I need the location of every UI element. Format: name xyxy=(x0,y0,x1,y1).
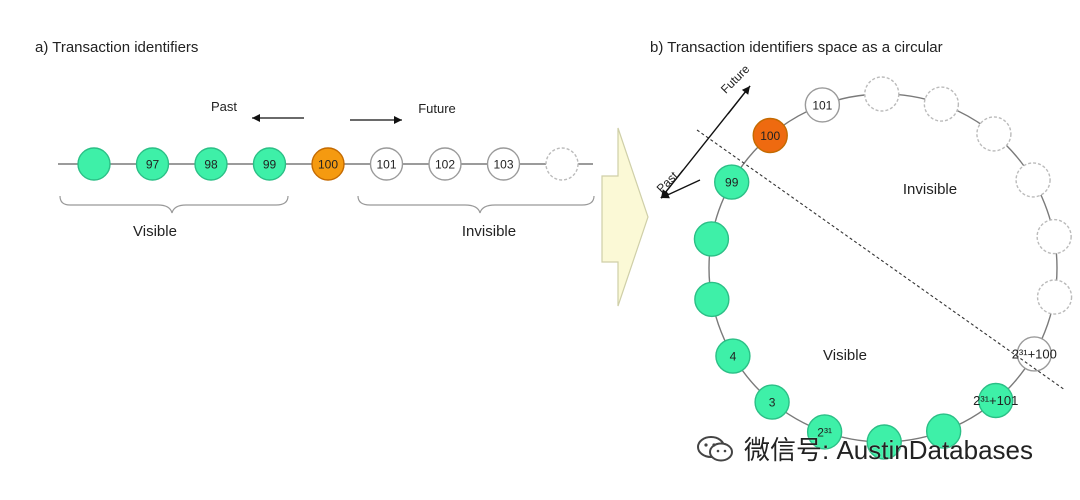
id-node: 102 xyxy=(428,147,462,181)
id-node-label: 101 xyxy=(376,158,396,172)
id-node-circle xyxy=(923,86,960,122)
id-node-circle xyxy=(976,116,1012,152)
id-node xyxy=(1015,162,1051,198)
id-node-circle xyxy=(428,147,462,181)
id-node-circle xyxy=(311,147,345,181)
id-node-label: 101 xyxy=(812,98,832,112)
id-node-circle xyxy=(866,424,902,460)
id-node-circle xyxy=(714,164,750,200)
id-node-circle xyxy=(194,147,228,181)
id-node-circle xyxy=(752,117,788,154)
id-node: 98 xyxy=(194,147,228,181)
id-node-label: 103 xyxy=(493,158,513,172)
id-node xyxy=(866,424,902,460)
id-node-circle xyxy=(486,147,521,181)
id-node: 100 xyxy=(311,147,345,181)
id-node-label: 100 xyxy=(318,158,338,172)
id-node: 100 xyxy=(752,117,788,154)
id-node: 4 xyxy=(715,338,751,374)
id-node: 3 xyxy=(754,384,790,420)
circular-id-graph: 100 101 2³¹+100 2³¹+101 2³¹ 3 4 99 xyxy=(660,76,1073,460)
id-node-circle xyxy=(1036,279,1073,315)
id-node-circle xyxy=(864,76,900,112)
id-node-circle xyxy=(694,281,730,318)
id-node xyxy=(864,76,900,112)
id-node: 101 xyxy=(804,87,841,123)
id-node-label: 99 xyxy=(725,176,739,190)
id-node-label: 98 xyxy=(204,158,218,172)
id-node xyxy=(976,116,1012,152)
id-node-circle xyxy=(693,221,730,257)
id-node-circle xyxy=(77,147,111,181)
visibility-boundary xyxy=(696,129,1066,391)
future-arrow xyxy=(727,85,751,115)
past-label: Past xyxy=(211,99,237,114)
id-node-label: 99 xyxy=(263,158,277,172)
linear-id-graph: 97 98 99 100 101 102 103 xyxy=(58,114,649,307)
id-node: 2³¹+101 xyxy=(973,382,1018,419)
watermark-text: 微信号: AustinDatabases xyxy=(744,435,1034,465)
invisible-label: Invisible xyxy=(903,181,957,198)
id-node: 103 xyxy=(486,147,521,181)
watermark: 微信号: AustinDatabases xyxy=(696,430,1033,467)
visible-label: Visible xyxy=(133,223,177,240)
panel-b-title: b) Transaction identifiers space as a ci… xyxy=(650,39,943,56)
id-node-label: 4 xyxy=(730,350,737,364)
id-node-label: 2³¹+100 xyxy=(1012,346,1057,361)
panel-a-title: a) Transaction identifiers xyxy=(35,39,199,56)
id-node-label: 100 xyxy=(760,129,780,143)
id-node-label: 2³¹+101 xyxy=(973,393,1018,408)
id-node-circle xyxy=(1015,162,1051,198)
visible-label: Visible xyxy=(823,347,867,364)
id-node-circle xyxy=(545,147,579,181)
id-node-label: 3 xyxy=(769,396,776,410)
id-node xyxy=(693,221,730,257)
future-arrow xyxy=(350,116,402,124)
future-label: Future xyxy=(418,101,456,116)
past-label: Past xyxy=(654,168,681,195)
id-node-circle xyxy=(806,414,843,450)
id-node xyxy=(925,413,962,449)
id-node-circle xyxy=(1036,218,1072,255)
id-node: 2³¹+100 xyxy=(1012,336,1057,372)
id-node-label: 97 xyxy=(146,158,160,172)
past-arrow xyxy=(660,169,684,199)
id-node xyxy=(1036,218,1072,255)
id-node: 99 xyxy=(252,147,287,181)
id-node-label: 102 xyxy=(435,158,455,172)
id-node-circle xyxy=(978,382,1014,419)
id-node: 101 xyxy=(369,147,404,181)
id-node xyxy=(77,147,111,181)
id-node-circle xyxy=(369,147,404,181)
id-node xyxy=(923,86,960,122)
id-node: 97 xyxy=(135,147,170,181)
id-node-circle xyxy=(252,147,287,181)
id-node-circle xyxy=(135,147,170,181)
id-node xyxy=(1036,279,1073,315)
id-node-circle xyxy=(804,87,841,123)
id-node: 2³¹ xyxy=(806,414,843,450)
id-node xyxy=(694,281,730,318)
wechat-icon xyxy=(697,435,733,461)
id-node-label: 2³¹ xyxy=(817,425,832,439)
id-node-circle xyxy=(715,338,751,374)
transition-arrow xyxy=(601,127,649,307)
id-node-circle xyxy=(925,413,962,449)
invisible-label: Invisible xyxy=(462,223,516,240)
id-node: 99 xyxy=(714,164,750,200)
invisible-brace xyxy=(357,195,595,214)
visible-brace xyxy=(59,195,289,214)
past-arrow xyxy=(252,114,304,122)
id-node xyxy=(545,147,579,181)
id-node-circle xyxy=(754,384,790,420)
